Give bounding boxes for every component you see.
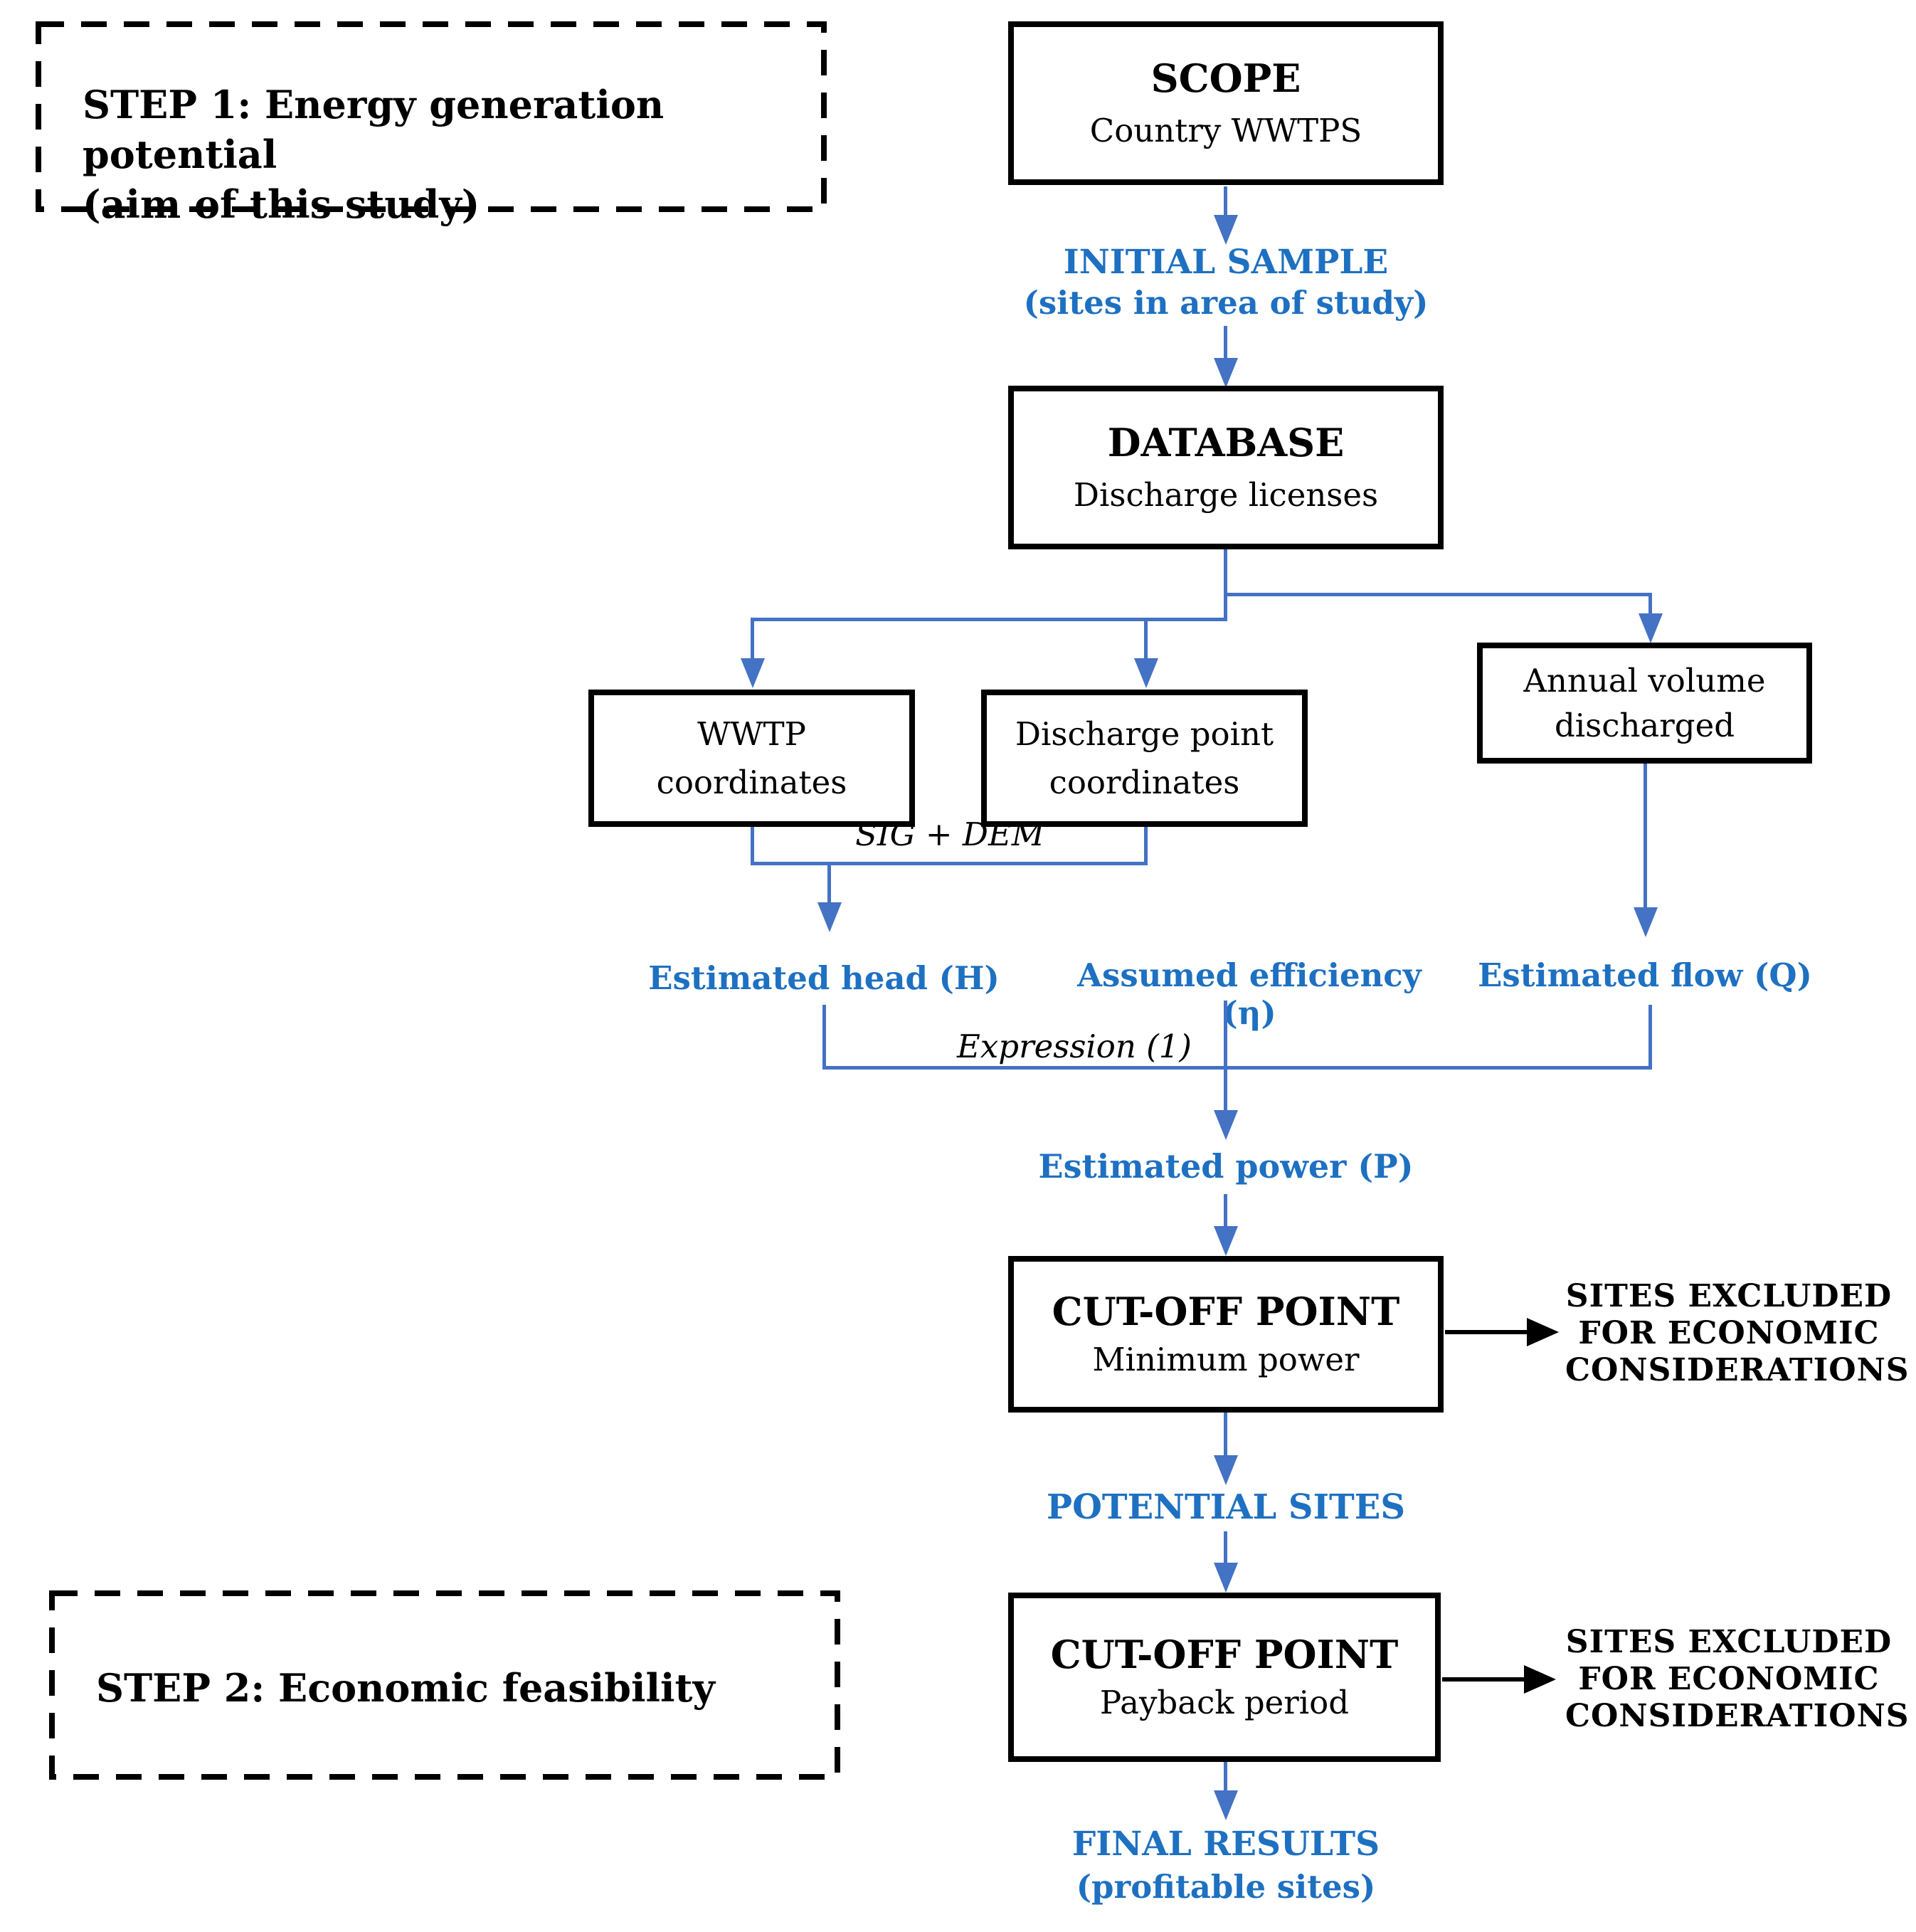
- scope-subtitle: Country WWTPS: [1089, 111, 1362, 149]
- excluded-power-line3: CONSIDERATIONS: [1565, 1352, 1910, 1388]
- connector-line: [1144, 618, 1148, 658]
- connector-line: [1224, 1001, 1227, 1110]
- sig-dem-label: SIG + DEM: [855, 815, 1044, 853]
- assumed-efficiency-label: Assumed efficiency (η): [1077, 956, 1422, 1032]
- connector-line: [1442, 1677, 1524, 1682]
- expression-label: Expression (1): [957, 1028, 1192, 1065]
- database-box: DATABASE Discharge licenses: [1008, 386, 1444, 549]
- arrow-down-icon: [1134, 658, 1158, 688]
- arrow-right-icon: [1527, 1318, 1559, 1346]
- cutoff-power-subtitle: Minimum power: [1092, 1340, 1360, 1378]
- connector-line: [1144, 827, 1148, 865]
- wwtp-line2: coordinates: [656, 763, 847, 801]
- connector-line: [1224, 1531, 1227, 1563]
- excluded-payback-line1: SITES EXCLUDED: [1565, 1624, 1893, 1660]
- arrow-down-icon: [1639, 613, 1663, 643]
- connector-line: [751, 862, 1148, 865]
- excluded-sites-payback-label: SITES EXCLUDED FOR ECONOMIC CONSIDERATIO…: [1565, 1624, 1910, 1735]
- wwtp-coordinates-box: WWTP coordinates: [588, 690, 915, 827]
- arrow-down-icon: [1214, 1110, 1238, 1140]
- annual-volume-line1: Annual volume: [1523, 662, 1766, 700]
- excluded-payback-line3: CONSIDERATIONS: [1565, 1698, 1910, 1734]
- discharge-point-box: Discharge point coordinates: [981, 690, 1308, 827]
- estimated-power-label: Estimated power (P): [1038, 1147, 1414, 1186]
- wwtp-line1: WWTP: [697, 715, 806, 753]
- cutoff-payback-box: CUT-OFF POINT Payback period: [1008, 1593, 1441, 1762]
- step1-label-line1: STEP 1: Energy generation potential: [83, 82, 665, 178]
- dashed-border-icon: [49, 1590, 840, 1780]
- scope-box: SCOPE Country WWTPS: [1008, 21, 1444, 185]
- arrow-down-icon: [1214, 1455, 1238, 1485]
- step2-label: STEP 2: Economic feasibility: [96, 1665, 715, 1711]
- final-results-line2: (profitable sites): [1076, 1868, 1376, 1906]
- arrow-down-icon: [741, 658, 765, 688]
- cutoff-minimum-power-box: CUT-OFF POINT Minimum power: [1008, 1256, 1444, 1413]
- arrow-down-icon: [1214, 1563, 1238, 1593]
- connector-line: [1224, 1413, 1227, 1455]
- connector-line: [827, 865, 831, 902]
- step1-frame: STEP 1: Energy generation potential (aim…: [36, 21, 827, 227]
- connector-line: [752, 618, 1227, 621]
- arrow-down-icon: [1214, 1790, 1238, 1820]
- connector-line: [822, 1005, 826, 1069]
- excluded-payback-line2: FOR ECONOMIC: [1578, 1661, 1880, 1697]
- arrow-down-icon: [1214, 215, 1238, 245]
- excluded-sites-power-label: SITES EXCLUDED FOR ECONOMIC CONSIDERATIO…: [1565, 1278, 1910, 1389]
- arrow-right-icon: [1524, 1665, 1556, 1694]
- connector-line: [1224, 326, 1227, 358]
- arrow-down-icon: [1214, 1226, 1238, 1256]
- annual-volume-line2: discharged: [1554, 707, 1735, 744]
- scope-title: SCOPE: [1150, 56, 1301, 101]
- arrow-down-icon: [1634, 907, 1658, 937]
- dashed-border-icon: [36, 21, 827, 212]
- cutoff-payback-title: CUT-OFF POINT: [1050, 1632, 1399, 1677]
- connector-line: [1224, 1762, 1227, 1790]
- initial-sample-line1: INITIAL SAMPLE: [1063, 243, 1389, 282]
- connector-line: [751, 827, 754, 865]
- database-title: DATABASE: [1107, 420, 1345, 465]
- final-results-line1: FINAL RESULTS: [1071, 1825, 1380, 1864]
- connector-line: [1224, 549, 1227, 621]
- connector-line: [1648, 1005, 1652, 1066]
- step1-label: STEP 1: Energy generation potential (aim…: [83, 80, 794, 230]
- connector-line: [1224, 186, 1227, 215]
- connector-line: [1648, 593, 1652, 613]
- connector-line: [1644, 764, 1647, 907]
- excluded-power-line1: SITES EXCLUDED: [1565, 1278, 1893, 1314]
- initial-sample-label: INITIAL SAMPLE (sites in area of study): [977, 242, 1475, 323]
- potential-sites-label: POTENTIAL SITES: [1046, 1487, 1406, 1527]
- excluded-power-line2: FOR ECONOMIC: [1578, 1315, 1880, 1351]
- discharge-point-line2: coordinates: [1049, 763, 1240, 801]
- connector-line: [1445, 1330, 1527, 1334]
- cutoff-payback-subtitle: Payback period: [1099, 1683, 1350, 1721]
- arrow-down-icon: [1214, 358, 1238, 388]
- discharge-point-line1: Discharge point: [1015, 715, 1274, 753]
- estimated-flow-label: Estimated flow (Q): [1478, 956, 1812, 994]
- annual-volume-box: Annual volume discharged: [1477, 643, 1812, 764]
- initial-sample-line2: (sites in area of study): [1023, 284, 1429, 322]
- cutoff-power-title: CUT-OFF POINT: [1052, 1289, 1400, 1334]
- connector-line: [822, 1066, 1652, 1070]
- arrow-down-icon: [817, 902, 842, 932]
- connector-line: [1224, 1194, 1227, 1226]
- database-subtitle: Discharge licenses: [1073, 475, 1379, 514]
- step1-label-line2: (aim of this study): [83, 181, 480, 228]
- step2-frame: STEP 2: Economic feasibility: [49, 1590, 840, 1780]
- estimated-head-label: Estimated head (H): [648, 959, 1000, 997]
- connector-line: [751, 618, 754, 658]
- final-results-label: FINAL RESULTS (profitable sites): [977, 1823, 1475, 1909]
- connector-line: [1224, 593, 1652, 596]
